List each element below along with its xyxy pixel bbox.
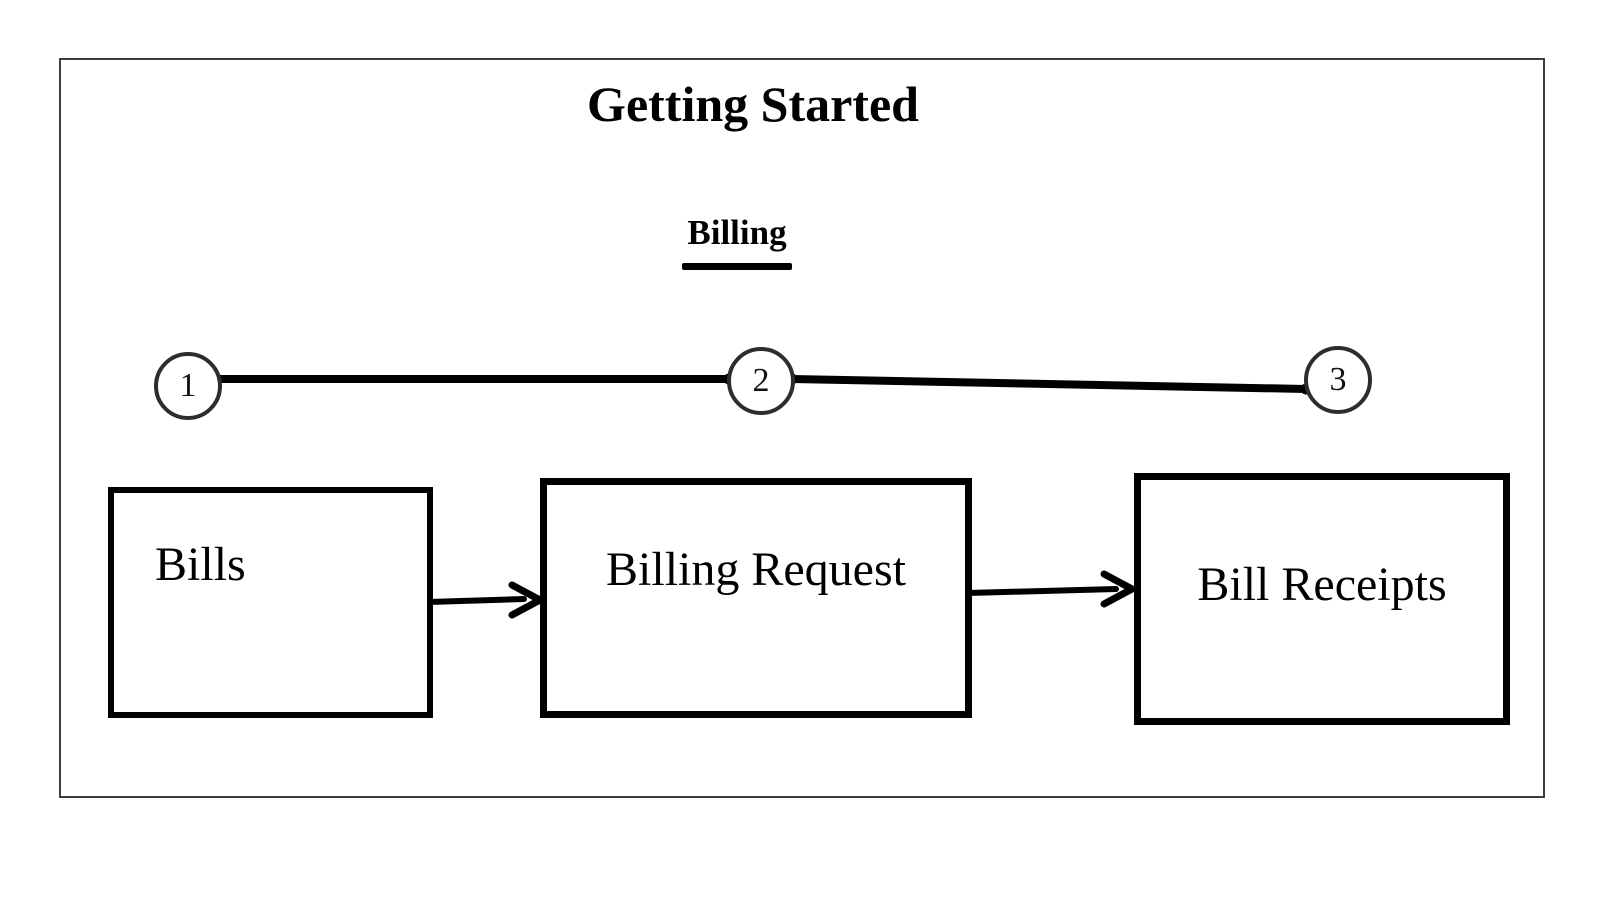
stepper-step-3-number: 3 — [1329, 361, 1347, 398]
flow-node-bills-label: Bills — [155, 538, 246, 591]
tab-billing[interactable]: Billing — [687, 213, 787, 252]
stepper-step-2-number: 2 — [752, 362, 770, 399]
page-title: Getting Started — [587, 76, 919, 132]
flow-node-bill-receipts-label: Bill Receipts — [1197, 558, 1447, 611]
flow-node-bills[interactable]: Bills — [108, 487, 433, 718]
stepper-step-1-number: 1 — [179, 367, 197, 404]
stepper-step-1[interactable]: 1 — [154, 352, 222, 420]
stepper-step-2[interactable]: 2 — [727, 347, 795, 415]
flow-node-billing-request-label: Billing Request — [606, 543, 906, 596]
flow-node-bill-receipts[interactable]: Bill Receipts — [1134, 473, 1510, 725]
tab-billing-active-underline — [682, 263, 792, 270]
stepper-step-3[interactable]: 3 — [1304, 346, 1372, 414]
flow-node-billing-request[interactable]: Billing Request — [540, 478, 972, 718]
